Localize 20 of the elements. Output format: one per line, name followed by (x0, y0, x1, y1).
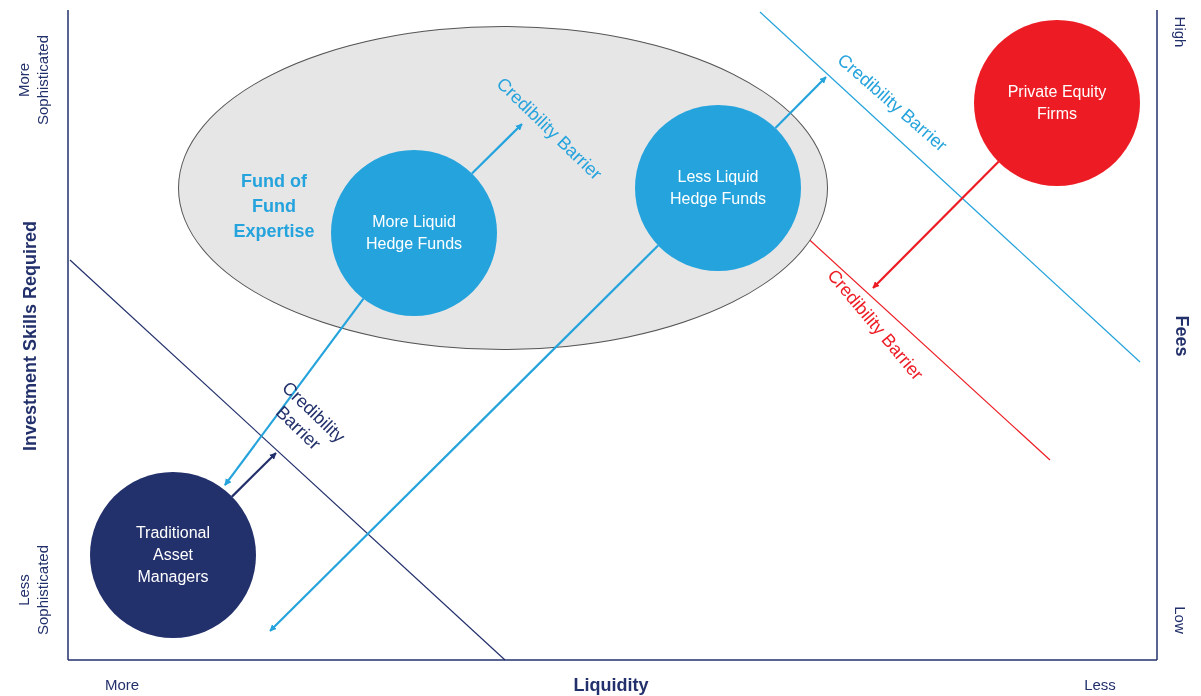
node-label: Private Equity Firms (1006, 82, 1108, 124)
axis-end-label: Less (1084, 674, 1116, 695)
axis-end-label: High (1171, 16, 1191, 48)
axis-end-label: More (104, 674, 140, 695)
node-label: Traditional Asset Managers (134, 523, 212, 587)
axis-end-label: Low (1171, 606, 1191, 634)
node-label: More Liquid Hedge Funds (364, 212, 464, 254)
axis-end-label: Less Sophisticated (14, 543, 52, 638)
axis-title: Liquidity (573, 673, 649, 696)
arrow (872, 161, 1000, 289)
arrow (269, 244, 659, 632)
axis-end-label: More Sophisticated (14, 33, 52, 128)
arrow (471, 123, 523, 175)
arrow (224, 297, 365, 486)
axis-title: Fees (1170, 315, 1193, 357)
axis-title: Investment Skills Required (18, 220, 41, 452)
arrow (774, 76, 827, 129)
node-label: Fund of Fund Expertise (232, 170, 316, 243)
arrow (231, 452, 277, 498)
node-label: Less Liquid Hedge Funds (668, 167, 768, 209)
